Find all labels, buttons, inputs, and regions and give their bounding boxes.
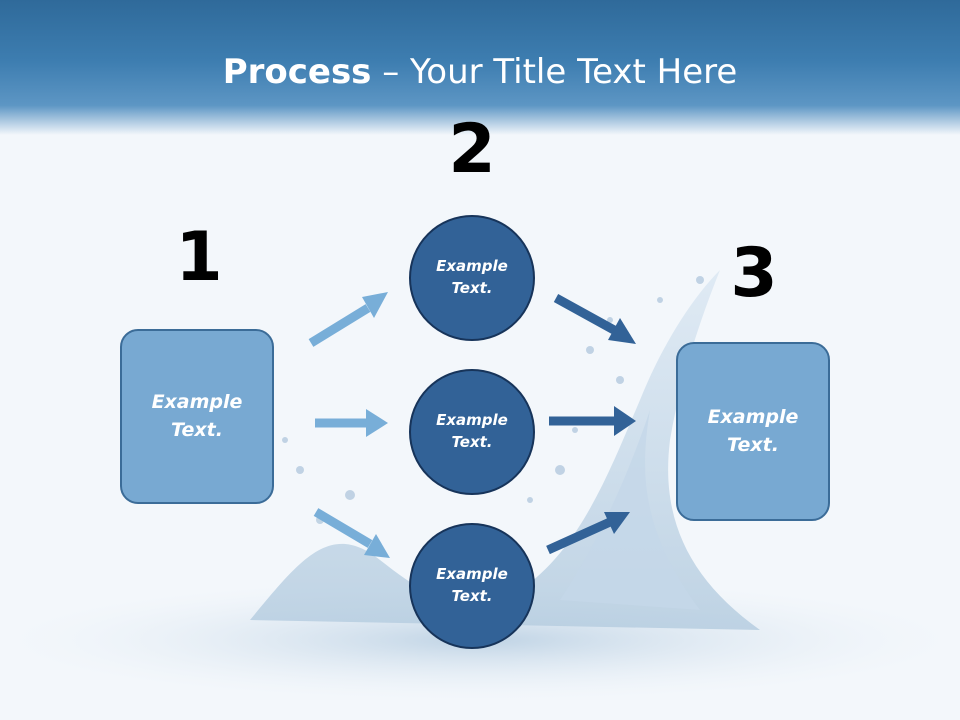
circle-middle-text: Example Text. [436, 411, 508, 451]
left-box: Example Text. [120, 329, 274, 504]
arrow-left-to-top [308, 292, 388, 347]
arrow-left-to-middle [315, 409, 388, 437]
step-number-2: 2 [448, 110, 496, 189]
arrow-bottom-to-right [546, 512, 630, 555]
arrow-left-to-bottom [313, 508, 390, 558]
right-box-text: Example Text. [707, 405, 799, 456]
right-box: Example Text. [676, 342, 830, 521]
circle-top-text: Example Text. [436, 257, 508, 297]
circle-top: Example Text. [409, 215, 535, 341]
circle-middle: Example Text. [409, 369, 535, 495]
slide-title: Process – Your Title Text Here [0, 52, 960, 92]
title-bold: Process [222, 52, 372, 92]
title-rest: – Your Title Text Here [371, 52, 738, 92]
title-bar [0, 0, 960, 135]
left-box-text: Example Text. [151, 390, 243, 441]
circle-bottom: Example Text. [409, 523, 535, 649]
circle-bottom-text: Example Text. [436, 565, 508, 605]
step-number-3: 3 [730, 234, 778, 313]
arrow-middle-to-right [549, 406, 636, 436]
arrow-top-to-right [553, 294, 636, 344]
step-number-1: 1 [175, 218, 223, 297]
